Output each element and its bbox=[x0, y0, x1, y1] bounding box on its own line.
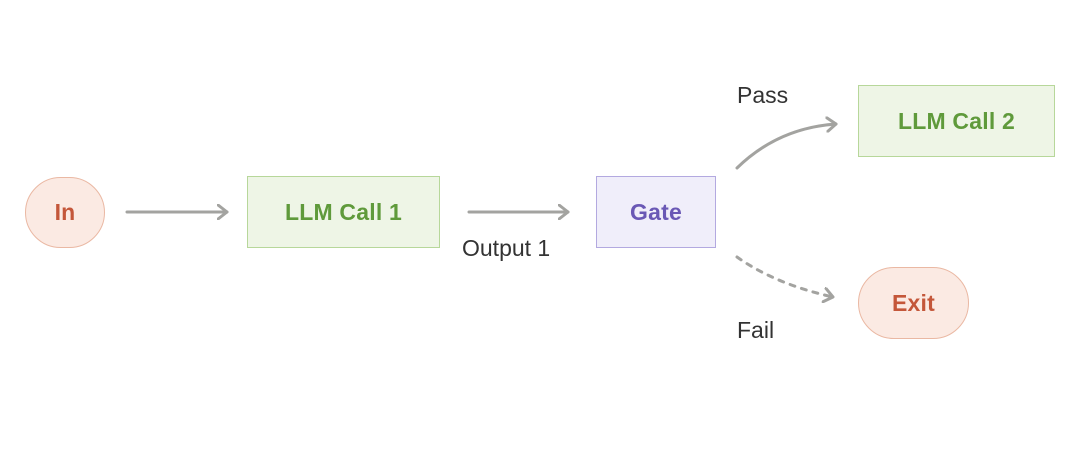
node-in: In bbox=[25, 177, 105, 248]
node-exit: Exit bbox=[858, 267, 969, 339]
edge-gate-to-exit bbox=[735, 255, 835, 297]
edge-gate-to-llm-call-2 bbox=[735, 124, 838, 170]
edge-label-output-1: Output 1 bbox=[462, 235, 551, 261]
edge-label-fail: Fail bbox=[737, 317, 775, 343]
node-llm-call-1: LLM Call 1 bbox=[247, 176, 440, 248]
node-llm-call-2: LLM Call 2 bbox=[858, 85, 1055, 157]
edge-label-pass: Pass bbox=[737, 82, 789, 108]
node-gate: Gate bbox=[596, 176, 716, 248]
